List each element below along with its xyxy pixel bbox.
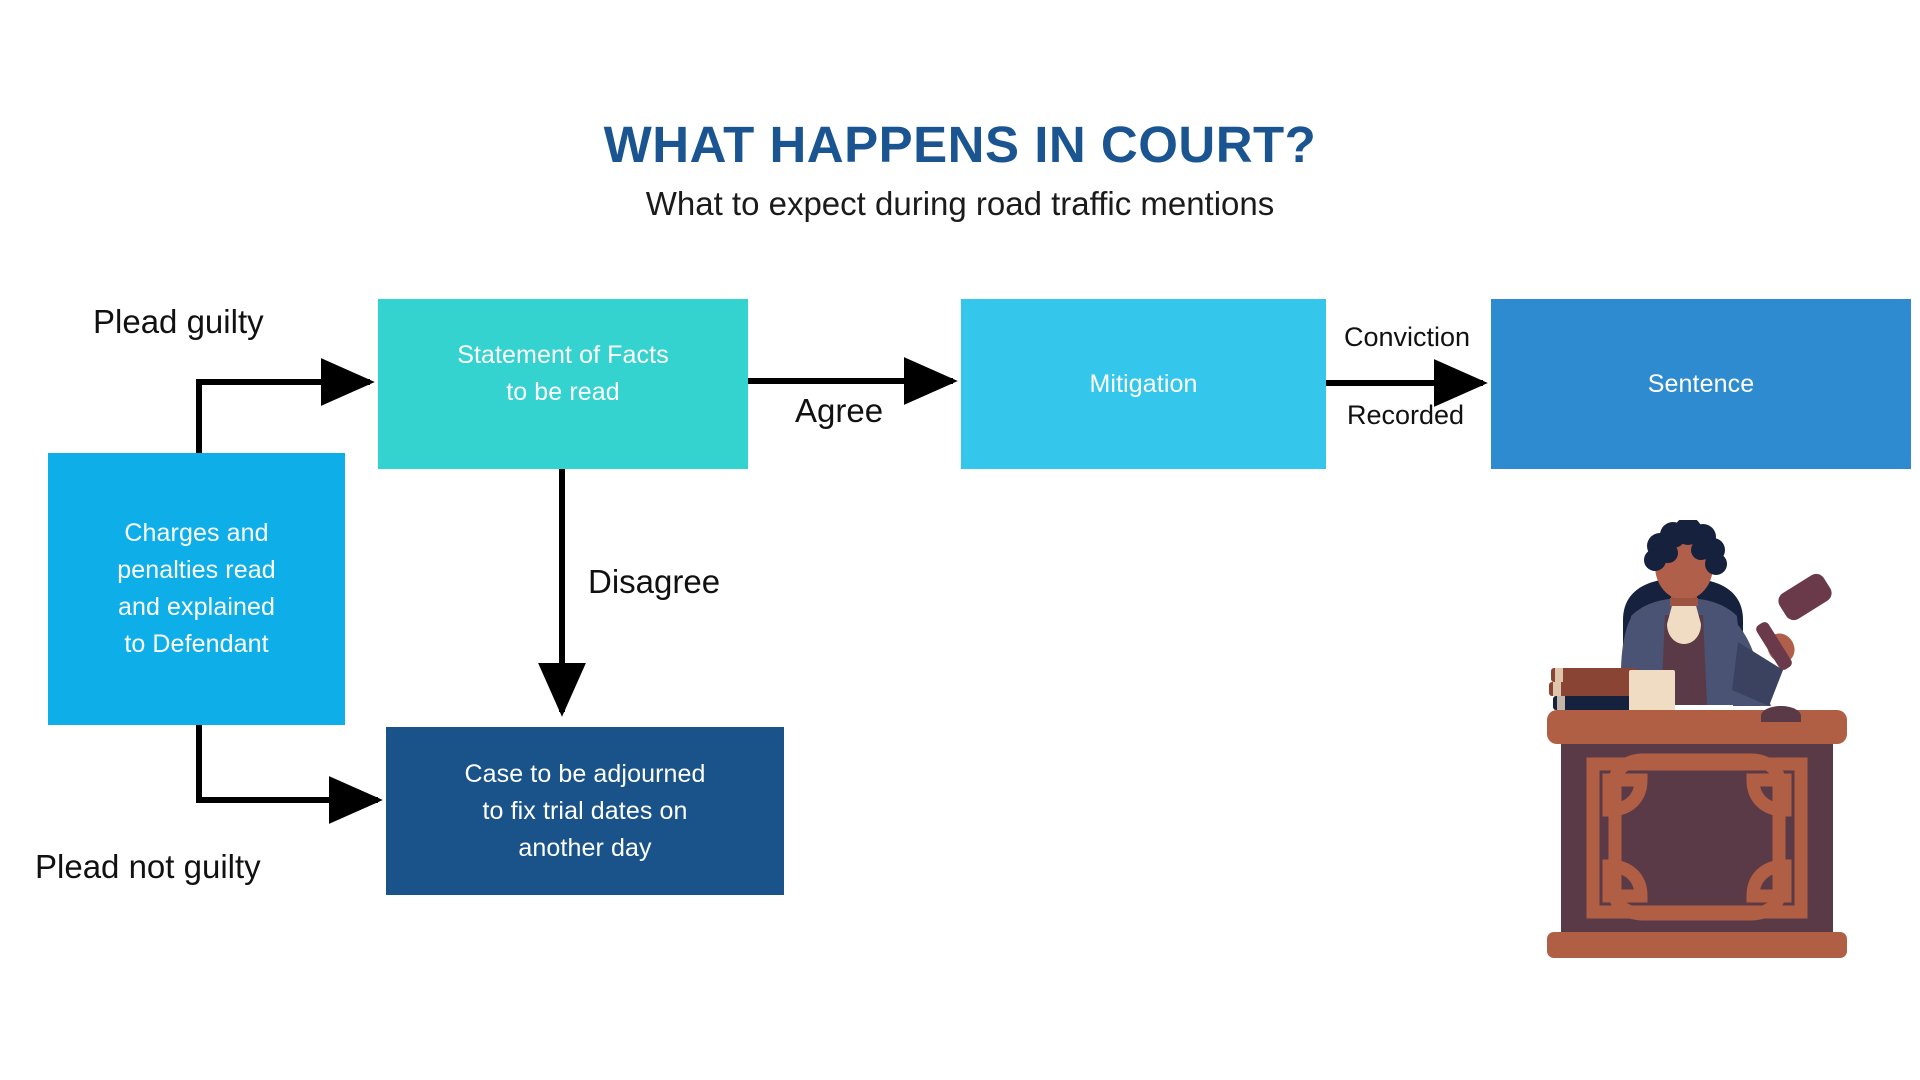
bench-rail-notch-icon: [1761, 706, 1801, 722]
node-line: another day: [518, 833, 652, 862]
gavel-icon: [1756, 573, 1832, 670]
bench-base-icon: [1547, 932, 1847, 958]
node-line: Charges and: [124, 519, 269, 547]
node-line: Mitigation: [1089, 369, 1198, 398]
bench-trim-arc-icon: [1608, 753, 1786, 921]
node-line: and explained: [118, 593, 275, 621]
bench-body-icon: [1561, 744, 1833, 932]
node-line: to fix trial dates on: [482, 796, 688, 825]
judge-at-bench-illustration: [1547, 520, 1847, 958]
node-line: Case to be adjourned: [464, 759, 706, 788]
hair-icon: [1644, 520, 1727, 575]
edge-label-plead-guilty: Plead guilty: [93, 303, 264, 340]
node-line: Sentence: [1647, 369, 1755, 398]
node-line: Statement of Facts: [457, 341, 669, 369]
flow-node-charges[interactable]: Charges and penalties read and explained…: [48, 453, 345, 725]
flow-node-mitigation[interactable]: Mitigation: [961, 299, 1326, 469]
node-line: to Defendant: [124, 630, 269, 658]
page-title: WHAT HAPPENS IN COURT?: [603, 116, 1317, 173]
flow-node-case-adjourned[interactable]: Case to be adjourned to fix trial dates …: [386, 727, 784, 895]
node-line: to be read: [506, 378, 620, 406]
edge-label-disagree: Disagree: [588, 563, 721, 600]
edge-label-agree: Agree: [795, 392, 884, 429]
page-subtitle: What to expect during road traffic menti…: [645, 185, 1275, 222]
flow-node-statement-of-facts[interactable]: Statement of Facts to be read: [378, 299, 748, 469]
edge-plead-guilty: [196, 358, 375, 453]
edge-label-recorded: Recorded: [1347, 400, 1465, 430]
jabot-collar-icon: [1667, 602, 1701, 644]
bench-trim-icon: [1586, 757, 1808, 919]
books-stack-icon: [1549, 668, 1675, 712]
bench-top-rail-icon: [1547, 710, 1847, 744]
edge-label-plead-not-guilty: Plead not guilty: [35, 848, 261, 885]
edge-plead-not-guilty: [196, 725, 383, 824]
edge-label-conviction: Conviction: [1344, 322, 1471, 352]
node-line: penalties read: [117, 556, 276, 584]
collar-band-icon: [1670, 598, 1698, 606]
right-sleeve-icon: [1732, 642, 1783, 706]
flow-node-sentence[interactable]: Sentence: [1491, 299, 1911, 469]
